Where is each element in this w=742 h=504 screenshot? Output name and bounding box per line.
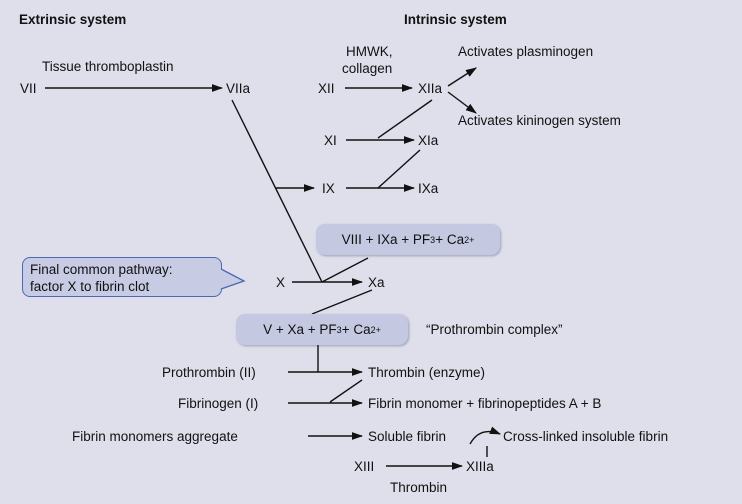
soluble-fibrin-label: Soluble fibrin [368,429,447,444]
factor-ix: IX [322,181,335,196]
line-xa-down [311,289,373,315]
callout-line-1: Final common pathway: [30,262,173,277]
activates-kininogen-label: Activates kininogen system [458,113,621,128]
factor-ixa: IXa [418,181,439,196]
factor-xiia: XIIa [418,81,443,96]
factor-xa: Xa [368,275,385,290]
fibrin-monomer-label: Fibrin monomer + fibrinopeptides A + B [368,396,602,411]
hmwk-label: HMWK, [346,44,393,59]
crosslinked-fibrin-label: Cross-linked insoluble fibrin [503,429,669,444]
fibrinogen-label: Fibrinogen (I) [178,396,259,411]
factor-xii: XII [318,81,335,96]
final-common-pathway-callout: Final common pathway: factor X to fibrin… [22,257,222,297]
line-xiia-down [377,99,433,139]
factor-xiii: XIII [354,459,375,474]
line-viia-down [231,99,323,283]
collagen-label: collagen [342,61,393,76]
factor-xi: XI [324,133,337,148]
prothrombin-label: Prothrombin (II) [162,365,256,380]
thrombin-label: Thrombin [390,480,448,495]
factor-vii: VII [20,81,37,96]
prothrombin-complex-label: “Prothrombin complex” [426,322,563,337]
intrinsic-system-header: Intrinsic system [404,12,507,27]
line-thrombin-down [329,379,363,403]
factor-xiiia: XIIIa [466,459,494,474]
arrow-xiia-kininogen [447,91,477,114]
line-xia-down [377,149,421,189]
thrombin-enzyme-label: Thrombin (enzyme) [368,365,486,380]
activates-plasminogen-label: Activates plasminogen [458,44,594,59]
callout-line-2: factor X to fibrin clot [30,279,150,294]
extrinsic-system-header: Extrinsic system [19,12,127,27]
arrow-soluble-crosslinked [469,426,502,445]
arrow-xiia-plasminogen [447,67,477,87]
factor-x: X [276,275,286,290]
factor-viia: VIIa [226,81,251,96]
tissue-thromboplastin-label: Tissue thromboplastin [42,59,174,74]
fibrin-aggregate-label: Fibrin monomers aggregate [72,429,238,444]
line-complex1-down [321,257,369,283]
factor-xia: XIa [418,133,439,148]
